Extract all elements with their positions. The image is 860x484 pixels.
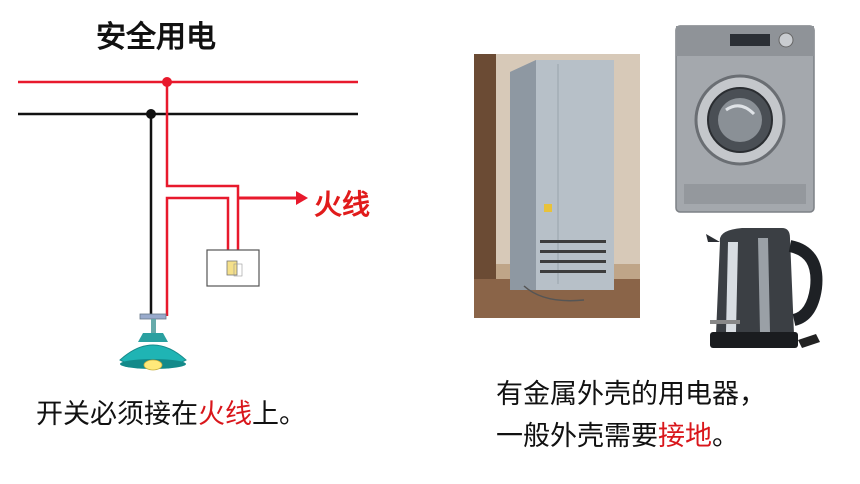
switch-box [206,249,260,287]
caption-highlight: 火线 [198,399,252,430]
switch-toggle [226,260,238,276]
washing-machine-photo [674,24,818,214]
live-wire-label: 火线 [314,188,371,221]
appliance-caption-line1: 有金属外壳的用电器， [496,379,766,410]
caption-text: 上。 [252,399,306,430]
page-title: 安全用电 [96,20,216,55]
arrow-icon [296,191,308,205]
caption-text: 开关必须接在 [36,399,198,430]
electric-kettle-photo [698,216,824,356]
switch-to-lamp [165,196,230,316]
appliance-caption-line2: 一般外壳需要接地。 [496,414,739,453]
lamp-icon [119,313,187,371]
switch-caption: 开关必须接在火线上。 [36,392,306,431]
caption-highlight: 接地 [658,421,712,452]
refrigerator-photo [474,54,640,318]
caption-text: 。 [712,421,739,452]
live-to-switch [165,82,240,250]
wiring-diagram [18,77,358,371]
caption-text: 一般外壳需要 [496,421,658,452]
